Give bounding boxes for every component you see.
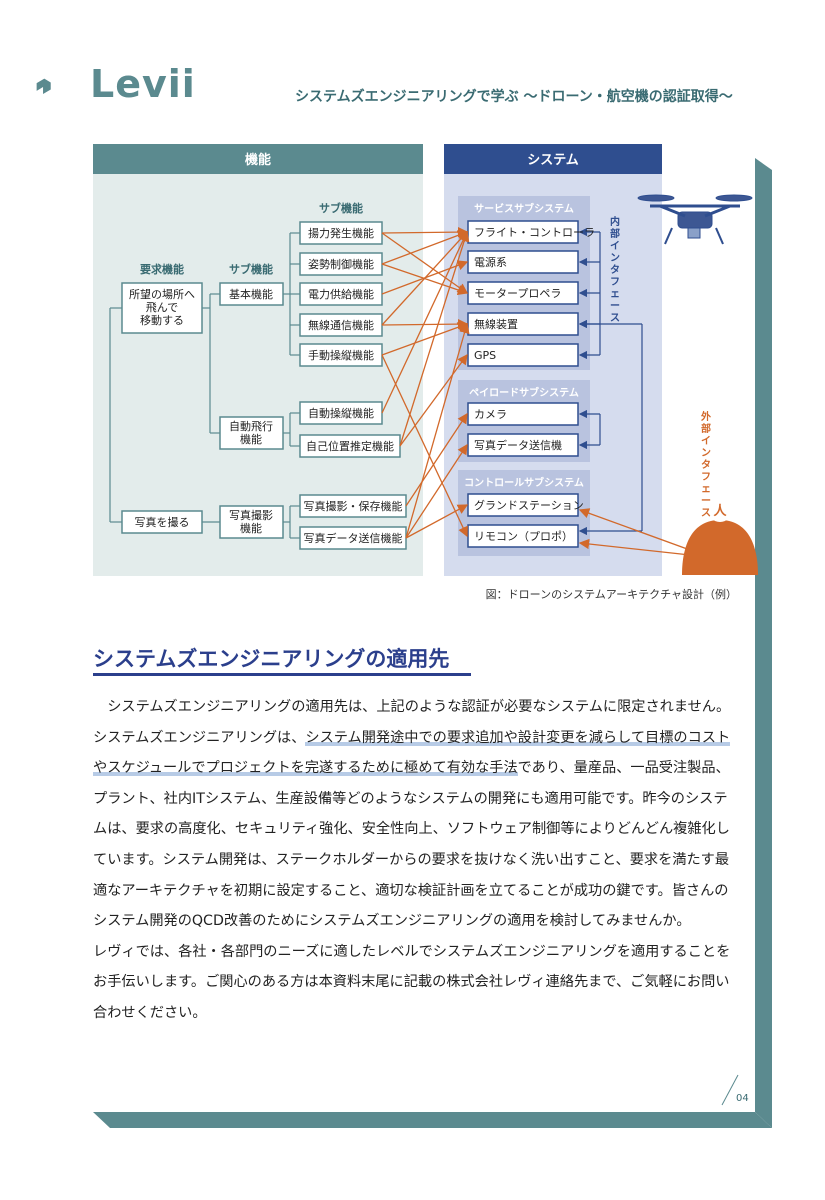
subsub-wireless: 無線通信機能: [308, 318, 374, 332]
section-title-underline: [93, 673, 471, 676]
service-subsystem-title: サービスサブシステム: [474, 202, 574, 215]
control-subsystem-title: コントロールサブシステム: [464, 476, 584, 489]
figure-caption: 図：ドローンのシステムアーキテクチャ設計（例）: [485, 588, 737, 601]
sub-photo: 写真撮影機能: [229, 508, 273, 535]
subsub-lift: 揚力発生機能: [308, 226, 374, 240]
subsub-photo-save: 写真撮影・保存機能: [304, 499, 403, 513]
architecture-diagram: 機能 システム 要求機能 サブ機能 サブ機能 所望の場所へ飛んで移動する 写真を…: [93, 144, 758, 576]
levii-logo-icon: [36, 78, 51, 95]
drone-icon: [637, 194, 753, 245]
col-label-requirement: 要求機能: [140, 262, 184, 276]
service-item-3: 無線装置: [474, 317, 518, 331]
col-label-subsub: サブ機能: [319, 201, 363, 215]
control-item-1: リモコン（プロポ）: [474, 530, 573, 543]
person-label: 人: [713, 503, 727, 519]
page-number: 04: [736, 1093, 749, 1104]
control-item-0: グランドステーション: [474, 498, 584, 512]
service-item-2: モータープロペラ: [474, 287, 561, 300]
section-title: システムズエンジニアリングの適用先: [93, 647, 450, 671]
subsub-position: 自己位置推定機能: [306, 439, 394, 453]
paragraph-2: レヴィでは、各社・各部門のニーズに適したレベルでシステムズエンジニアリングを適用…: [93, 943, 731, 1021]
payload-item-1: 写真データ送信機: [474, 438, 562, 452]
subsub-attitude: 姿勢制御機能: [308, 257, 374, 271]
sub-auto: 自動飛行機能: [229, 419, 273, 446]
subsub-manual: 手動操縦機能: [308, 348, 374, 362]
service-item-4: GPS: [474, 349, 496, 362]
p1-after: であり、量産品、一品受注製品、プラント、社内ITシステム、生産設備等どのようなシ…: [93, 760, 730, 930]
service-item-0: フライト・コントローラ: [474, 226, 595, 239]
header-title: システムズエンジニアリングで学ぶ ～ドローン・航空機の認証取得～: [295, 89, 733, 105]
subsub-photo-send: 写真データ送信機能: [304, 531, 403, 545]
person-icon: [682, 498, 758, 575]
payload-item-0: カメラ: [474, 408, 507, 421]
service-item-1: 電源系: [474, 255, 507, 269]
system-header: システム: [527, 153, 579, 168]
req2: 写真を撮る: [135, 515, 190, 529]
p1-highlight: システム開発途中での要求追加や設計変更を減らして目標のコストやスケジュールでプロ…: [93, 729, 731, 777]
function-header: 機能: [245, 152, 271, 168]
body-text: システムズエンジニアリングの適用先は、上記のような認証が必要なシステムに限定され…: [93, 692, 738, 1029]
p1-before: システムズエンジニアリングの適用先は、上記のような認証が必要なシステムに限定され…: [93, 699, 731, 746]
subsub-power: 電力供給機能: [308, 287, 374, 301]
payload-subsystem-title: ペイロードサブシステム: [469, 386, 579, 399]
subsub-autopilot: 自動操縦機能: [308, 406, 374, 420]
external-interface-label: 外部インタフェース: [700, 410, 711, 519]
internal-interface-label: 内部インタフェース: [610, 215, 620, 324]
sub-basic: 基本機能: [229, 287, 273, 301]
req1: 所望の場所へ飛んで移動する: [129, 288, 195, 327]
logo-text: Levii: [90, 62, 196, 106]
col-label-sub: サブ機能: [229, 262, 273, 276]
paragraph-1: システムズエンジニアリングの適用先は、上記のような認証が必要なシステムに限定され…: [93, 692, 738, 937]
